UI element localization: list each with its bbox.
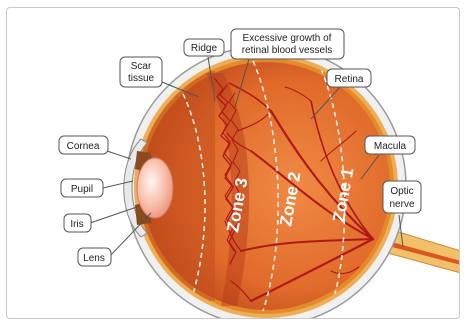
label-optic-nerve: Optic nerve	[383, 181, 421, 213]
label-ridge: Ridge	[184, 39, 224, 56]
svg-text:Iris: Iris	[70, 219, 83, 230]
label-macula: Macula	[365, 136, 415, 154]
lens	[137, 158, 173, 218]
label-iris: Iris	[64, 214, 91, 232]
svg-text:Scar: Scar	[131, 61, 152, 72]
diagram-frame: Zone 3 Zone 2 Zone 1 Scar tissue Ridge E…	[6, 7, 460, 319]
label-lens: Lens	[78, 248, 111, 266]
svg-text:Optic: Optic	[390, 186, 413, 197]
label-excessive-growth: Excessive growth of retinal blood vessel…	[231, 29, 344, 59]
svg-text:Excessive growth of: Excessive growth of	[243, 33, 332, 44]
svg-text:Ridge: Ridge	[191, 43, 218, 54]
label-retina: Retina	[327, 69, 371, 87]
svg-text:Retina: Retina	[335, 74, 364, 85]
svg-text:retinal blood vessels: retinal blood vessels	[242, 45, 333, 56]
svg-text:Pupil: Pupil	[71, 184, 93, 195]
svg-text:Macula: Macula	[374, 141, 407, 152]
svg-text:nerve: nerve	[389, 199, 414, 210]
svg-text:Lens: Lens	[83, 253, 105, 264]
label-pupil: Pupil	[61, 179, 103, 197]
svg-text:tissue: tissue	[128, 73, 155, 84]
label-cornea: Cornea	[59, 136, 108, 154]
svg-text:Cornea: Cornea	[67, 141, 100, 152]
label-scar-tissue: Scar tissue	[120, 57, 162, 87]
eye-diagram: Zone 3 Zone 2 Zone 1 Scar tissue Ridge E…	[7, 8, 459, 318]
